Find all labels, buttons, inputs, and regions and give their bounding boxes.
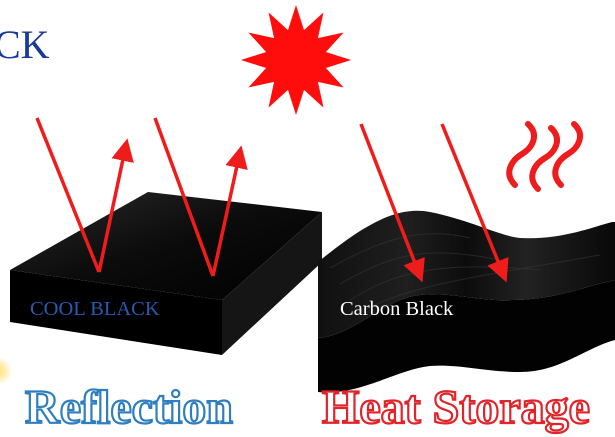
carbon-black-label: Carbon Black: [340, 298, 454, 320]
cool-black-block: [10, 192, 322, 355]
heat-storage-caption: Heat Storage: [322, 381, 590, 434]
carbon-black-block: [318, 210, 615, 393]
sun-icon: [241, 5, 351, 115]
absorbed-rays: [359, 123, 509, 283]
reflected-rays: [35, 117, 248, 277]
corner-glow: [0, 357, 12, 385]
reflected-ray-2: [211, 145, 248, 277]
reflection-caption: Reflection: [25, 381, 233, 434]
absorbed-ray-2: [440, 123, 509, 283]
partial-title: CK: [0, 22, 50, 67]
incoming-ray-1: [35, 117, 101, 273]
reflected-ray-1: [97, 138, 134, 273]
absorbed-ray-1: [359, 123, 425, 283]
heat-waves-icon: [506, 121, 583, 192]
incoming-ray-2: [153, 117, 215, 277]
cool-black-label: COOL BLACK: [30, 298, 160, 320]
